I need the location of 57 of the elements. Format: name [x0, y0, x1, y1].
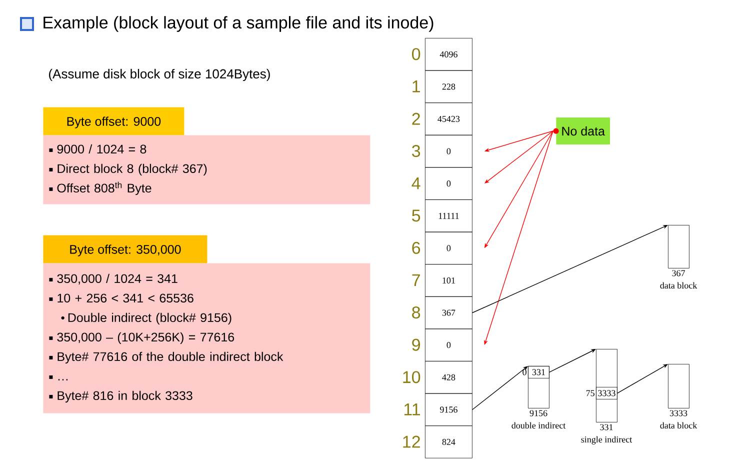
- row-number: 8: [412, 306, 420, 319]
- inode-cell: 0: [425, 328, 472, 362]
- row-number: 5: [412, 210, 420, 222]
- row-number: 12: [403, 436, 420, 448]
- row-number: 10: [403, 371, 420, 384]
- row-number: 7: [412, 274, 420, 286]
- label-box: No data: [556, 118, 610, 144]
- block-label: data block: [660, 422, 698, 429]
- block-label: 9156: [530, 410, 548, 416]
- inode-cell: 0: [425, 232, 472, 264]
- arrow: [617, 364, 668, 394]
- node-label: Double indirect (block# 9156): [68, 312, 232, 325]
- block-label: 3333: [670, 410, 688, 416]
- title: Example (block layout of a sample file and its inode): [44, 16, 434, 32]
- inode-cell: 228: [425, 70, 472, 103]
- row-number: 4: [412, 177, 420, 190]
- node-label: Byte# 77616 of the double indirect block: [58, 352, 284, 364]
- inode-cell: 45423: [425, 102, 472, 136]
- inode-cell: 101: [425, 264, 472, 297]
- note-box: 9000 / 1024 = 8 Direct block 8 (block# 367) Offset 808$^{th}$ Byte: [43, 135, 370, 204]
- block-label: double indirect: [512, 422, 566, 429]
- inode-cell: 428: [425, 361, 472, 394]
- note-box: 350,000 / 1024 = 341 10 + 256 < 341 < 65536 Double indirect (block# 9156) 350,000 – (10K+256K) = 77616 Byte# 77616 of the double indirect block … Byte# 816 in block 3333: [43, 263, 370, 414]
- block: [596, 349, 618, 422]
- block-label: 331: [600, 424, 613, 430]
- row-number: 3: [412, 144, 420, 158]
- node-label: 350,000 – (10K+256K) = 77616: [57, 332, 234, 344]
- note: (Assume disk block of size 1024Bytes): [49, 68, 270, 82]
- block-label: single indirect: [581, 436, 632, 444]
- row-number: 0: [412, 48, 420, 60]
- inode-cell: 0: [425, 134, 472, 168]
- block: [668, 225, 690, 268]
- arrow: [472, 366, 528, 410]
- inode-cell: 0: [425, 167, 472, 200]
- block-entry: 3333: [596, 387, 618, 400]
- row-number: 6: [412, 242, 420, 254]
- node-label: …: [58, 379, 68, 380]
- offset-label: 75: [586, 390, 594, 396]
- heading-box: Byte offset: 350,000: [43, 235, 208, 264]
- offset-label: 0: [522, 369, 526, 376]
- inode-cell: 4096: [425, 38, 472, 71]
- block-entry: 331: [528, 366, 550, 378]
- inode-cell: 367: [425, 296, 472, 330]
- node-label: Byte# 816 in block 3333: [58, 390, 192, 403]
- node-label: 10 + 256 < 341 < 65536: [58, 294, 194, 303]
- inode-cell: 824: [425, 426, 472, 458]
- node-label: 350,000 / 1024 = 341: [57, 274, 178, 285]
- block-label: data block: [660, 282, 698, 289]
- heading-box: Byte offset: 9000: [43, 107, 184, 136]
- row-number: 2: [412, 112, 420, 125]
- inode-cell: 11111: [425, 200, 472, 232]
- block: [668, 364, 690, 408]
- block-label: 367: [672, 270, 685, 276]
- inode-cell: 9156: [425, 393, 472, 426]
- row-number: 9: [412, 338, 420, 351]
- row-number: 11: [404, 404, 420, 416]
- row-number: 1: [412, 80, 420, 92]
